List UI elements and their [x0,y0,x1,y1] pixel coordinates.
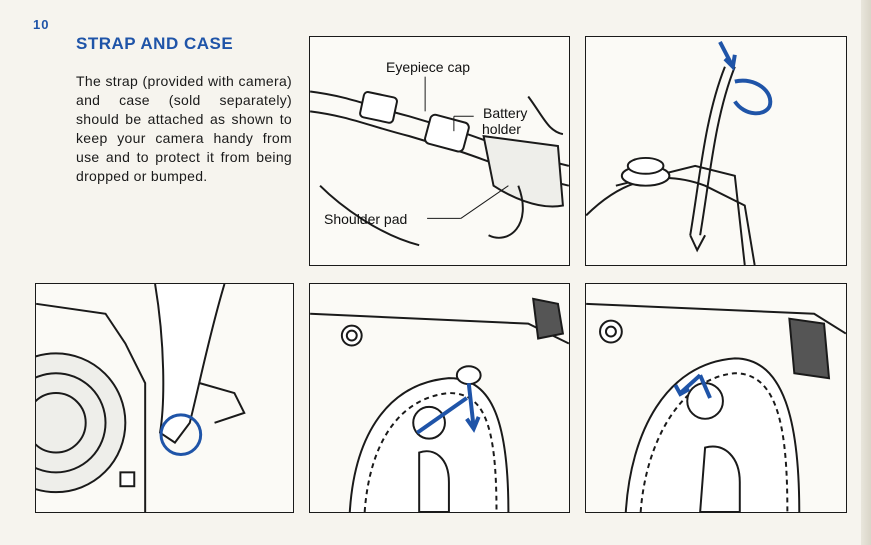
figure-case-step2 [585,283,847,513]
label-battery-holder-line1: Battery [483,105,527,121]
label-battery-holder-line2: holder [482,121,521,137]
figure-strap-parts: Eyepiece cap Battery holder Shoulder pad [309,36,570,266]
case-step1-illustration [310,284,569,512]
figure-case-step1 [309,283,570,513]
circle-highlight-icon [735,81,770,114]
section-body-text: The strap (provided with camera) and cas… [76,72,292,186]
figure-camera-lug [35,283,294,513]
page-number: 10 [33,17,49,32]
figure-strap-lug [585,36,847,266]
case-step2-illustration [586,284,846,512]
page-edge [861,0,871,545]
section-heading: STRAP AND CASE [76,34,233,54]
strap-lug-illustration [586,37,846,265]
camera-lug-illustration [36,284,293,512]
label-shoulder-pad: Shoulder pad [324,211,407,227]
label-eyepiece-cap: Eyepiece cap [386,59,470,75]
